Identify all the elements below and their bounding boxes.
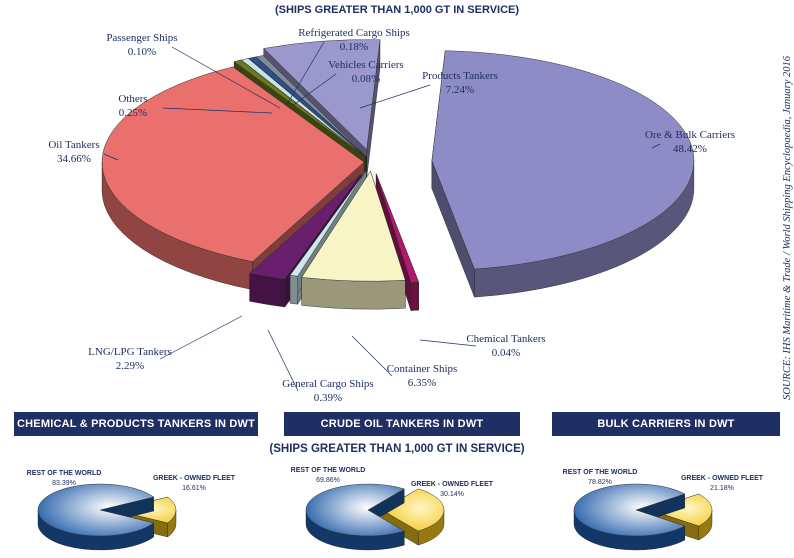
slice-value: 7.24% bbox=[446, 84, 474, 96]
slice-side bbox=[289, 275, 298, 305]
main-label-container-ships: Container Ships 6.35% bbox=[351, 335, 458, 389]
slice-value: 0.39% bbox=[314, 392, 342, 404]
mid-header: (SHIPS GREATER THAN 1,000 GT IN SERVICE) bbox=[269, 443, 525, 455]
source-text: SOURCE: IHS Maritime & Trade / World Shi… bbox=[782, 55, 793, 400]
slice-value: 69.86% bbox=[316, 477, 340, 484]
slice-value: 0.10% bbox=[128, 46, 156, 58]
small0-slice-rest-of-the-world bbox=[37, 483, 155, 551]
main-label-products-tankers: Products Tankers 7.24% bbox=[359, 70, 498, 109]
leader-line bbox=[651, 143, 661, 149]
leader-line bbox=[351, 335, 393, 377]
slice-label: Container Ships bbox=[387, 363, 458, 375]
top-header: (SHIPS GREATER THAN 1,000 GT IN SERVICE) bbox=[274, 4, 520, 16]
slice-top bbox=[431, 50, 695, 270]
main-label-chemical-tankers: Chemical Tankers 0.04% bbox=[419, 333, 546, 359]
slice-top bbox=[573, 483, 686, 537]
small-pie-crude-oil-tankers-in-dwt bbox=[305, 483, 445, 551]
slice-label: Vehicles Carriers bbox=[328, 59, 403, 71]
slice-label: LNG/LPG Tankers bbox=[88, 346, 172, 358]
slice-top bbox=[255, 55, 367, 157]
main-label-ore-bulk-carriers: Ore & Bulk Carriers 48.42% bbox=[645, 129, 735, 155]
slice-top bbox=[375, 173, 420, 283]
slice-label: Others bbox=[118, 93, 147, 105]
small2-slice-rest-of-the-world bbox=[573, 483, 686, 551]
slice-top bbox=[248, 56, 367, 157]
slice-value: 0.25% bbox=[119, 107, 147, 119]
slice-label: Products Tankers bbox=[422, 70, 498, 82]
band-chemical-products: CHEMICAL & PRODUCTS TANKERS IN DWT bbox=[14, 412, 258, 436]
small-pie-chemical-products-tankers-in-dwt bbox=[37, 483, 177, 551]
slice-label: Refrigerated Cargo Ships bbox=[298, 27, 410, 39]
small1-label-greek-owned-fleet: GREEK - OWNED FLEET 30.14% bbox=[411, 481, 494, 498]
leader-line bbox=[103, 153, 119, 161]
slice-top bbox=[289, 169, 367, 277]
slice-top bbox=[101, 66, 365, 262]
slice-value: 34.66% bbox=[57, 153, 91, 165]
main-label-lng-lpg-tankers: LNG/LPG Tankers 2.29% bbox=[88, 315, 243, 372]
slice-label: Passenger Ships bbox=[106, 32, 177, 44]
slice-label: REST OF THE WORLD bbox=[27, 470, 102, 477]
slice-top bbox=[381, 488, 445, 532]
slice-top bbox=[305, 483, 405, 537]
small2-label-greek-owned-fleet: GREEK - OWNED FLEET 21.18% bbox=[681, 475, 764, 492]
leader-line bbox=[291, 73, 337, 107]
main-label-refrigerated-cargo-ships: Refrigerated Cargo Ships 0.18% bbox=[285, 27, 410, 107]
small1-slice-rest-of-the-world bbox=[305, 483, 405, 551]
small1-label-rest-of-the-world: REST OF THE WORLD 69.86% bbox=[291, 467, 366, 484]
slice-value: 0.08% bbox=[352, 73, 380, 85]
leader-line bbox=[159, 315, 243, 360]
slice-label: Ore & Bulk Carriers bbox=[645, 129, 735, 141]
slice-value: 16.61% bbox=[182, 485, 206, 492]
main-label-passenger-ships: Passenger Ships 0.10% bbox=[106, 32, 281, 109]
leader-line bbox=[171, 46, 281, 109]
band-crude-oil: CRUDE OIL TANKERS IN DWT bbox=[284, 412, 520, 436]
band-bulk-carriers: BULK CARRIERS IN DWT bbox=[552, 412, 780, 436]
main-label-vehicles-carriers: Vehicles Carriers 0.08% bbox=[291, 59, 404, 107]
main-slice-ore-bulk-carriers bbox=[431, 50, 695, 298]
slice-side bbox=[410, 281, 419, 311]
main-slice-container-ships bbox=[301, 170, 406, 310]
slice-top bbox=[240, 58, 366, 157]
slice-label: Oil Tankers bbox=[48, 139, 99, 151]
slice-top bbox=[249, 173, 362, 280]
main-label-general-cargo-ships: General Cargo Ships 0.39% bbox=[267, 329, 374, 404]
small-pie-bulk-carriers-in-dwt bbox=[573, 483, 713, 551]
slice-value: 30.14% bbox=[440, 491, 464, 498]
leader-line bbox=[419, 339, 477, 347]
slice-top bbox=[263, 39, 381, 151]
slice-value: 0.18% bbox=[340, 41, 368, 53]
small1-slice-greek-owned-fleet bbox=[381, 488, 445, 546]
slice-top bbox=[649, 493, 713, 527]
slice-label: GREEK - OWNED FLEET bbox=[411, 481, 494, 488]
main-label-others: Others 0.25% bbox=[118, 93, 273, 119]
slice-value: 83.39% bbox=[52, 480, 76, 487]
source-note: SOURCE: IHS Maritime & Trade / World Shi… bbox=[768, 20, 793, 400]
leader-line bbox=[359, 84, 431, 109]
slice-value: 6.35% bbox=[408, 377, 436, 389]
slice-label: GREEK - OWNED FLEET bbox=[153, 475, 236, 482]
leader-line bbox=[267, 329, 299, 392]
slice-label: REST OF THE WORLD bbox=[291, 467, 366, 474]
slice-value: 21.18% bbox=[710, 485, 734, 492]
slice-top bbox=[233, 59, 366, 158]
slice-side bbox=[301, 277, 406, 310]
slice-value: 2.29% bbox=[116, 360, 144, 372]
main-label-oil-tankers: Oil Tankers 34.66% bbox=[48, 139, 119, 165]
slice-label: General Cargo Ships bbox=[282, 378, 373, 390]
slice-value: 78.82% bbox=[588, 479, 612, 486]
slice-value: 0.04% bbox=[492, 347, 520, 359]
leader-line bbox=[162, 107, 273, 114]
slice-label: REST OF THE WORLD bbox=[563, 469, 638, 476]
main-pie bbox=[101, 39, 695, 311]
slice-top bbox=[37, 483, 155, 537]
small0-label-rest-of-the-world: REST OF THE WORLD 83.39% bbox=[27, 470, 102, 487]
slice-value: 48.42% bbox=[673, 143, 707, 155]
small2-label-rest-of-the-world: REST OF THE WORLD 78.82% bbox=[563, 469, 638, 486]
small0-label-greek-owned-fleet: GREEK - OWNED FLEET 16.61% bbox=[153, 475, 236, 492]
slice-label: Chemical Tankers bbox=[466, 333, 545, 345]
slice-label: GREEK - OWNED FLEET bbox=[681, 475, 764, 482]
slice-top bbox=[301, 170, 406, 282]
leader-line bbox=[285, 41, 325, 107]
